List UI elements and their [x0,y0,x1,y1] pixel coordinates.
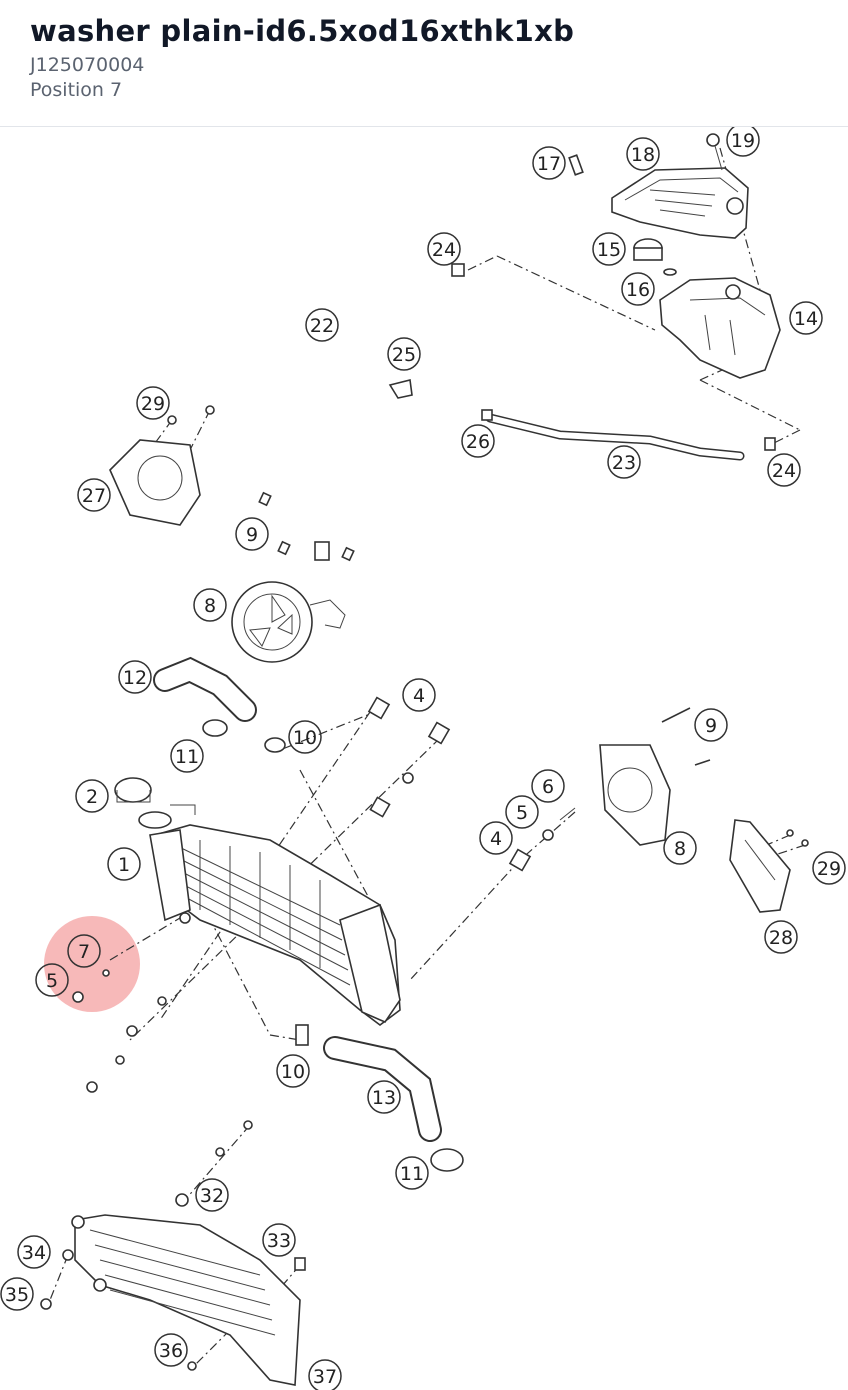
callout-circle [626,137,660,171]
part-drawings [40,133,809,1386]
callout-number-27: 27 [82,485,106,507]
callout-circle [663,831,697,865]
callout-number-26: 26 [466,431,490,453]
callout-number-6: 6 [542,776,554,798]
callout-circle [35,963,69,997]
exploded-parts-diagram[interactable]: 1244556788991010111112131415161718192223… [0,127,848,1390]
callout-number-17: 17 [537,153,561,175]
callout-number-15: 15 [597,239,621,261]
callout-number-33: 33 [267,1230,291,1252]
callout-number-18: 18 [631,144,655,166]
callout-number-5: 5 [46,970,58,992]
callout-number-19: 19 [731,130,755,152]
callout-number-32: 32 [200,1185,224,1207]
callout-circle [592,232,626,266]
callout-circle [767,453,801,487]
callout-number-9: 9 [246,524,258,546]
callout-number-4: 4 [413,685,425,707]
callout-circle [77,478,111,512]
callout-circle [479,821,513,855]
callout-circle [387,337,421,371]
callout-circle [726,127,760,157]
callout-number-12: 12 [123,667,147,689]
callout-number-14: 14 [794,308,818,330]
callout-circle [235,517,269,551]
callout-circle [308,1359,342,1390]
callout-circle [789,301,823,335]
callout-circle [305,308,339,342]
callout-number-28: 28 [769,927,793,949]
callout-circle [367,1080,401,1114]
callout-number-24: 24 [432,239,456,261]
callout-number-34: 34 [22,1242,46,1264]
callout-number-2: 2 [86,786,98,808]
callout-number-35: 35 [5,1284,29,1306]
callout-number-22: 22 [310,315,334,337]
callout-circle [288,720,322,754]
callout-number-23: 23 [612,452,636,474]
callout-circle [395,1156,429,1190]
callout-number-25: 25 [392,344,416,366]
callout-circle [262,1223,296,1257]
callout-number-10: 10 [281,1061,305,1083]
callout-number-29: 29 [141,393,165,415]
callout-circle [154,1333,188,1367]
part-position: Position 7 [30,79,123,101]
callout-number-10: 10 [293,727,317,749]
callout-circle [75,779,109,813]
callout-number-16: 16 [626,279,650,301]
callout-number-4: 4 [490,828,502,850]
callout-circle [694,708,728,742]
callout-number-36: 36 [159,1340,183,1362]
callout-circle [461,424,495,458]
callout-circle [276,1054,310,1088]
part-header: washer plain-id6.5xod16xthk1xb J12507000… [0,0,848,127]
highlight-circle [44,916,140,1012]
callout-circle [532,146,566,180]
callout-circle [427,232,461,266]
callout-circle [107,847,141,881]
callout-circle [170,739,204,773]
callout-circle [136,386,170,420]
part-title: washer plain-id6.5xod16xthk1xb [30,14,575,48]
callout-circle [193,588,227,622]
callout-number-7: 7 [78,941,90,963]
callout-circle [402,678,436,712]
part-sku: J125070004 [30,54,145,76]
callout-number-13: 13 [372,1087,396,1109]
callout-number-8: 8 [674,838,686,860]
callout-circle [0,1277,34,1311]
callout-circle [621,272,655,306]
callout-circle [505,795,539,829]
callout-circle [195,1178,229,1212]
callout-number-24: 24 [772,460,796,482]
callout-number-37: 37 [313,1366,337,1388]
callout-number-8: 8 [204,595,216,617]
callout-circle [607,445,641,479]
callout-circle [764,920,798,954]
callout-number-5: 5 [516,802,528,824]
callout-circle [812,851,846,885]
callout-circle [118,660,152,694]
callout-number-9: 9 [705,715,717,737]
callout-number-11: 11 [175,746,199,768]
callout-circle [67,934,101,968]
callout-circle [531,769,565,803]
callout-number-1: 1 [118,854,130,876]
callout-number-29: 29 [817,858,841,880]
callout-circle [17,1235,51,1269]
callout-number-11: 11 [400,1163,424,1185]
